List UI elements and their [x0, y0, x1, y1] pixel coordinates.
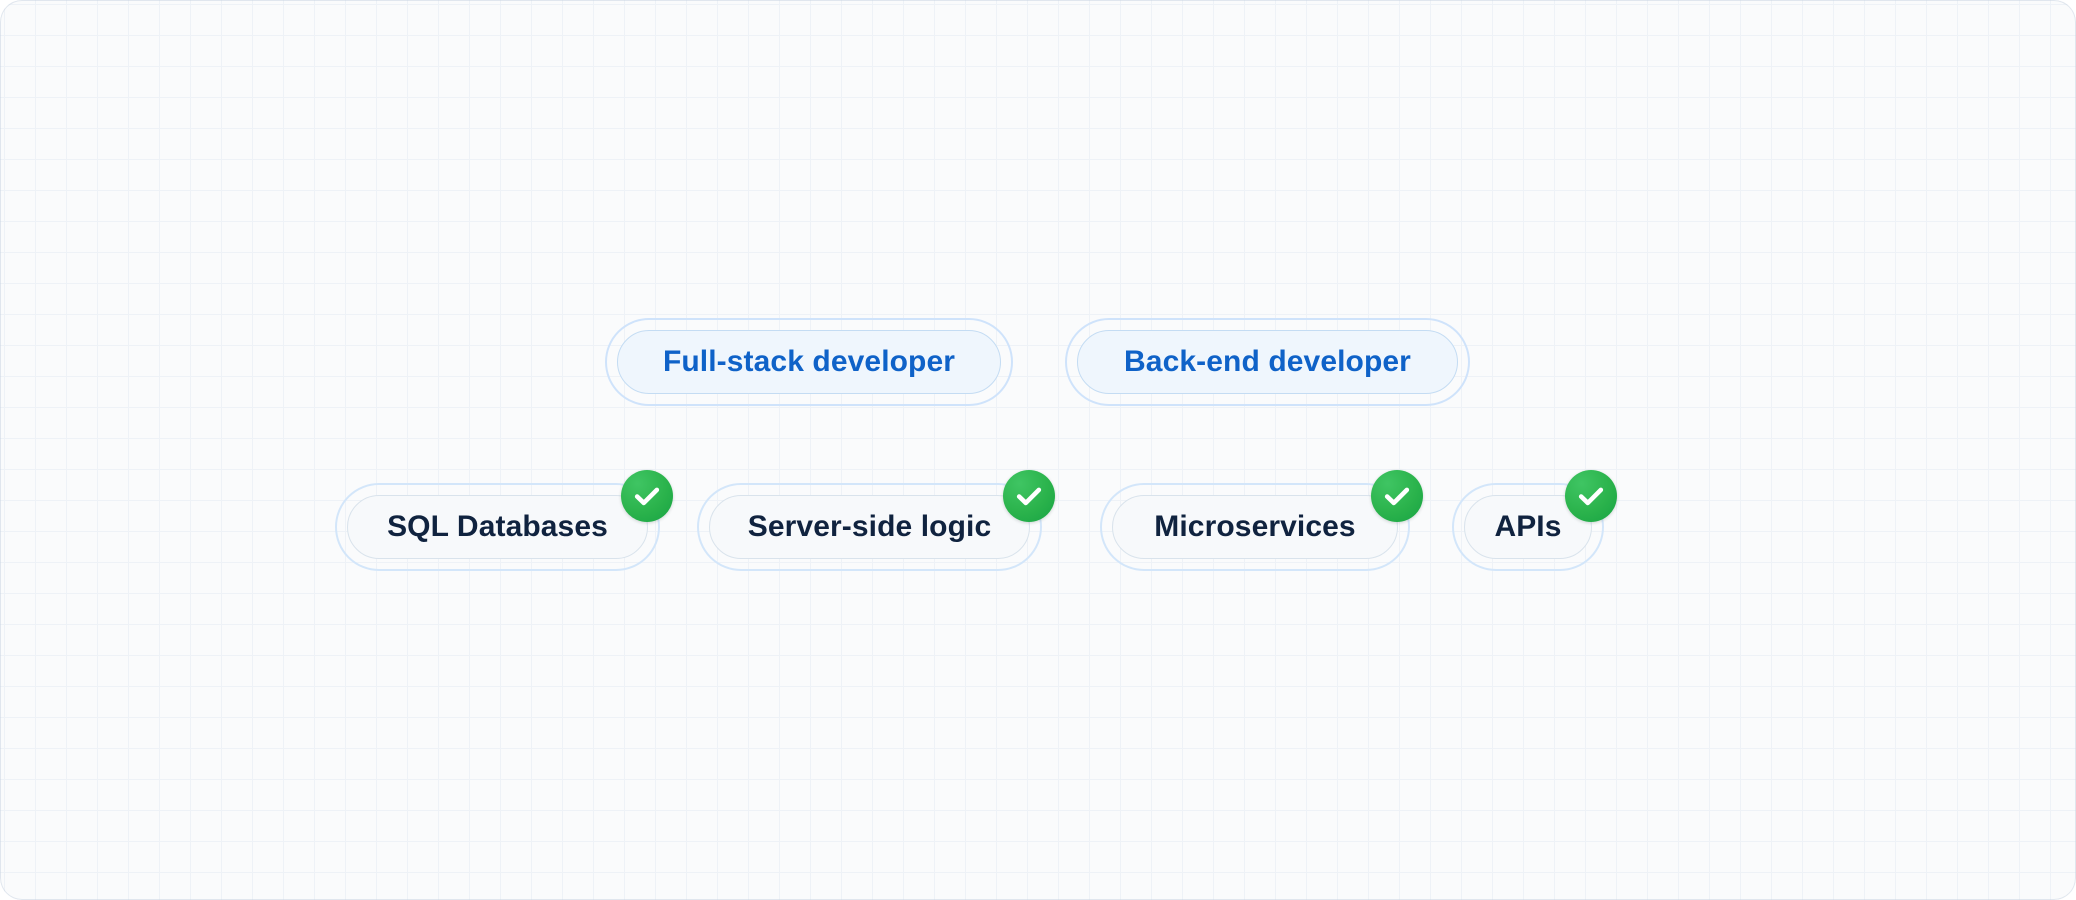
check-circle-icon: [1565, 470, 1617, 522]
node-halo-ring: [697, 483, 1042, 571]
graph-node-skill[interactable]: Server-side logic: [697, 470, 1055, 571]
check-circle-icon: [621, 470, 673, 522]
node-label: APIs: [1494, 510, 1562, 543]
node-label: Microservices: [1154, 510, 1356, 543]
check-circle-icon: [1003, 470, 1055, 522]
node-pill[interactable]: Server-side logic: [709, 495, 1030, 559]
node-label: Server-side logic: [747, 510, 992, 543]
graph-node-skill[interactable]: SQL Databases: [335, 470, 673, 571]
node-label: Full-stack developer: [662, 345, 956, 378]
node-pill[interactable]: Full-stack developer: [617, 330, 1001, 394]
graph-node-role[interactable]: Full-stack developer: [605, 318, 1013, 406]
node-label: SQL Databases: [387, 510, 608, 543]
graph-node-role[interactable]: Back-end developer: [1065, 318, 1470, 406]
node-halo-ring: [605, 318, 1013, 406]
graph-node-skill[interactable]: Microservices: [1100, 470, 1423, 571]
node-halo-ring: [1452, 483, 1604, 571]
node-label: Back-end developer: [1124, 345, 1411, 378]
node-halo-ring: [1100, 483, 1410, 571]
node-pill[interactable]: Back-end developer: [1077, 330, 1458, 394]
node-pill[interactable]: SQL Databases: [347, 495, 648, 559]
node-halo-ring: [1065, 318, 1470, 406]
node-halo-ring: [335, 483, 660, 571]
check-circle-icon: [1371, 470, 1423, 522]
graph-node-skill[interactable]: APIs: [1452, 470, 1617, 571]
node-pill[interactable]: Microservices: [1112, 495, 1398, 559]
